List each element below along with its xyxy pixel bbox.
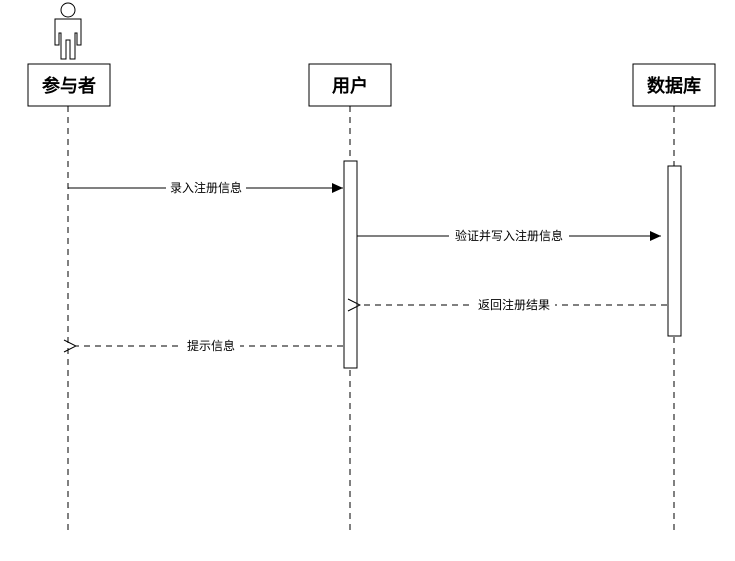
participant-user[interactable]: 用户 — [308, 63, 392, 107]
message-3-label: 返回注册结果 — [478, 297, 550, 312]
participant-actor-label: 参与者 — [42, 75, 96, 97]
participant-user-label: 用户 — [332, 75, 368, 97]
activation-user — [343, 160, 358, 369]
message-4[interactable]: 提示信息 — [76, 338, 343, 354]
message-4-label: 提示信息 — [187, 338, 235, 353]
participant-actor[interactable]: 参与者 — [27, 63, 111, 107]
message-3[interactable]: 返回注册结果 — [360, 297, 667, 313]
message-1-label: 录入注册信息 — [170, 180, 242, 195]
participant-db-label: 数据库 — [647, 75, 701, 97]
activation-db — [667, 165, 682, 337]
message-2[interactable]: 验证并写入注册信息 — [357, 228, 661, 244]
actor-figure-icon — [54, 2, 82, 60]
participant-db[interactable]: 数据库 — [632, 63, 716, 107]
message-1[interactable]: 录入注册信息 — [68, 180, 343, 196]
message-2-label: 验证并写入注册信息 — [455, 228, 563, 243]
